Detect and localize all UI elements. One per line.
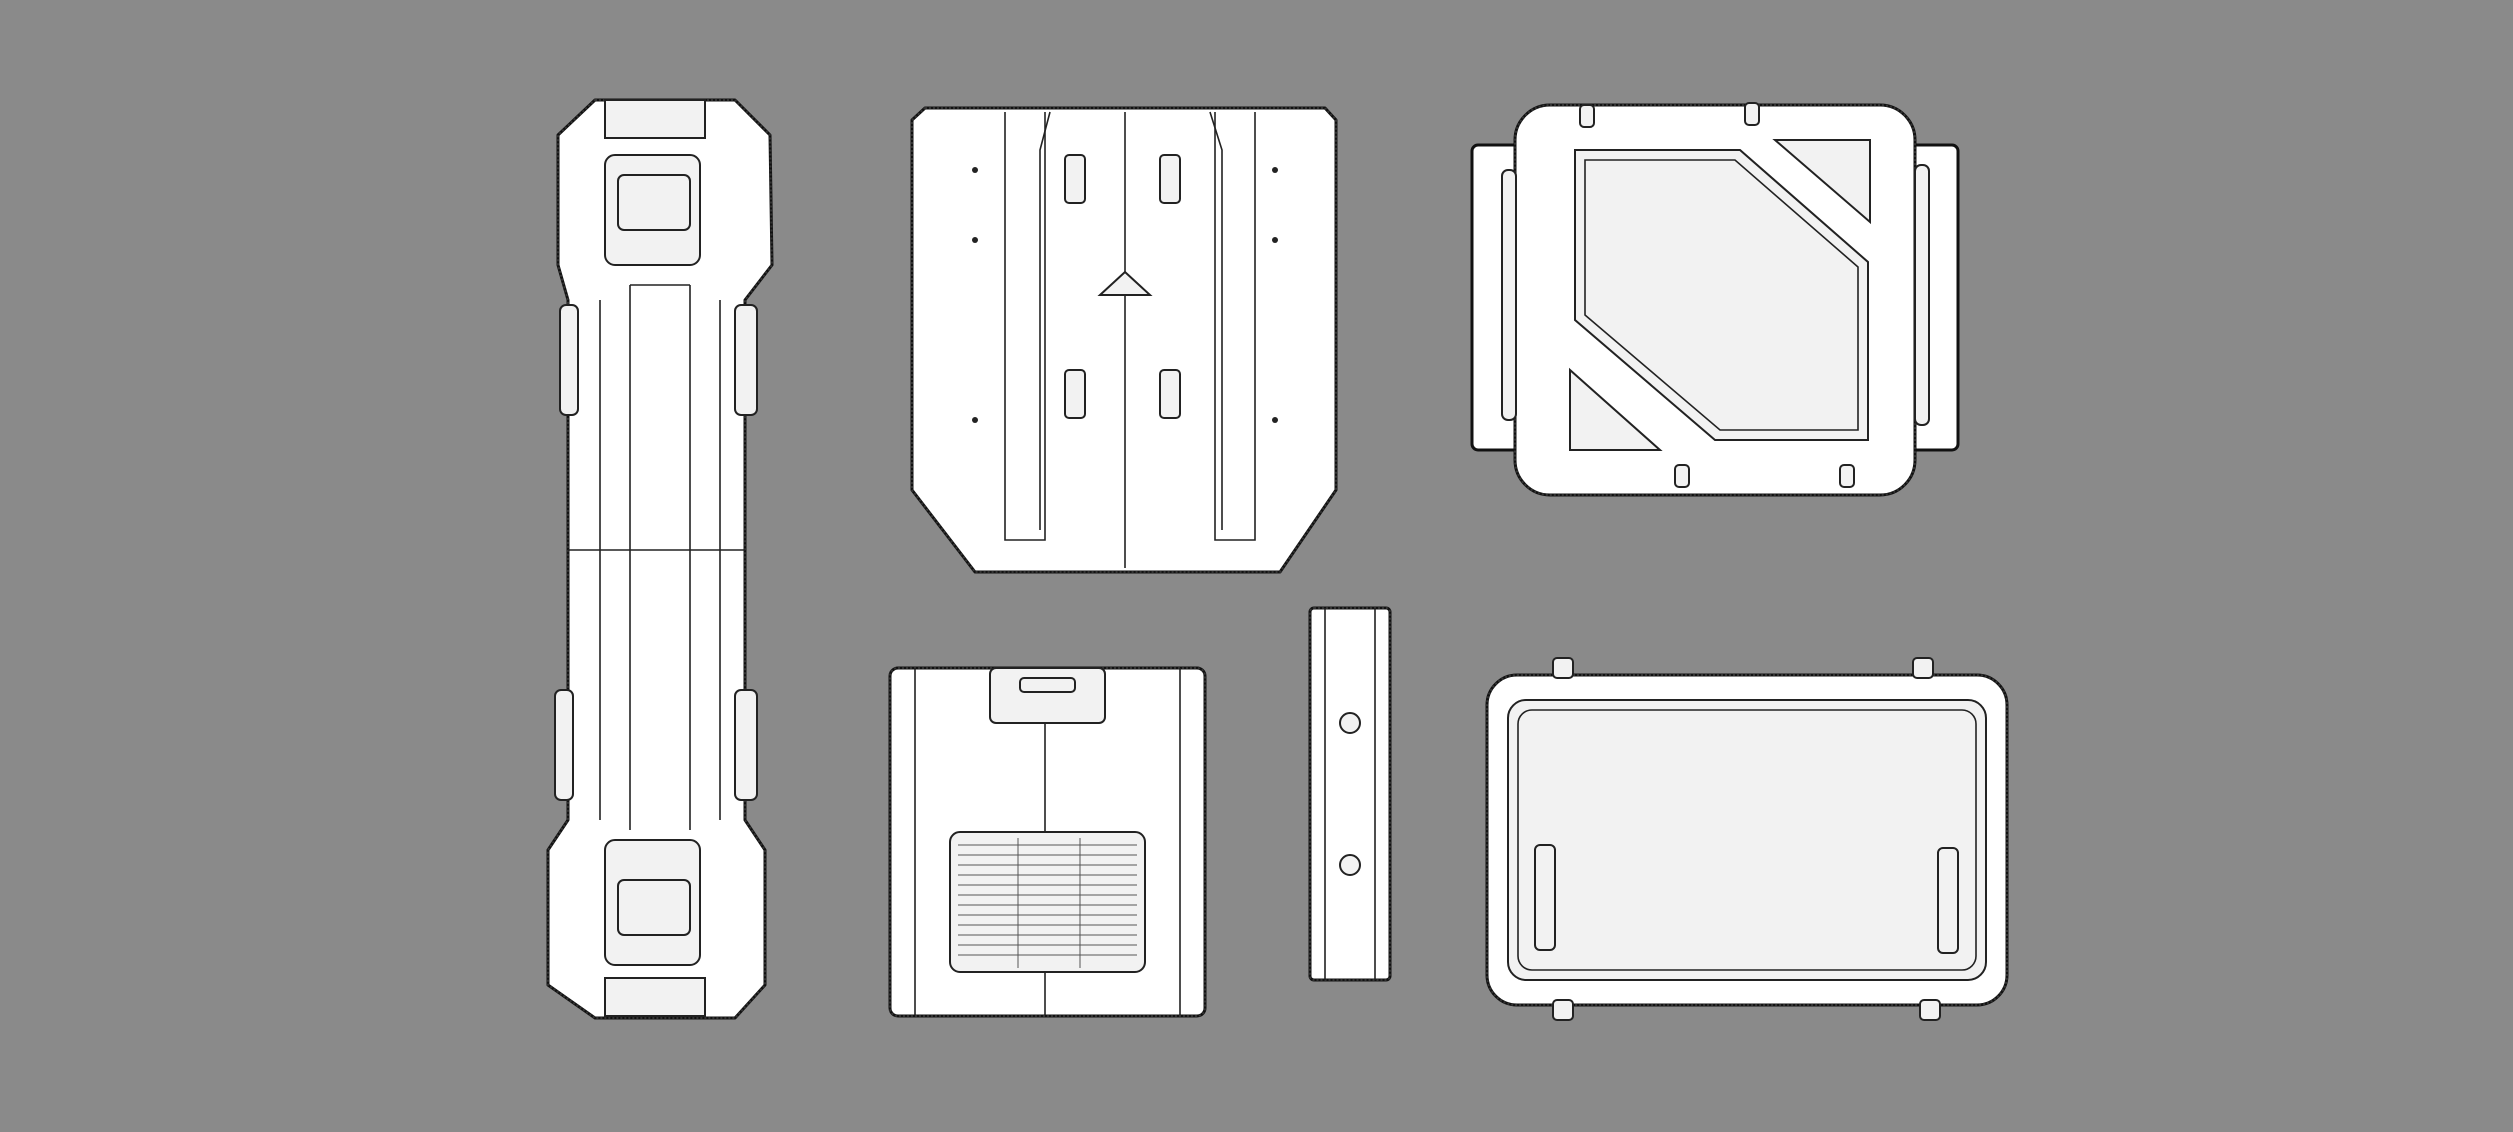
- lid-panel-part: [1485, 657, 2009, 1021]
- framed-panel-part: [1470, 102, 1960, 497]
- grille-box-part: [888, 666, 1207, 1018]
- vent-grille: [958, 838, 1137, 968]
- side-bracket-part: [1308, 606, 1392, 982]
- mounting-plate-part: [910, 106, 1338, 574]
- tall-capsule-part: [546, 98, 774, 1020]
